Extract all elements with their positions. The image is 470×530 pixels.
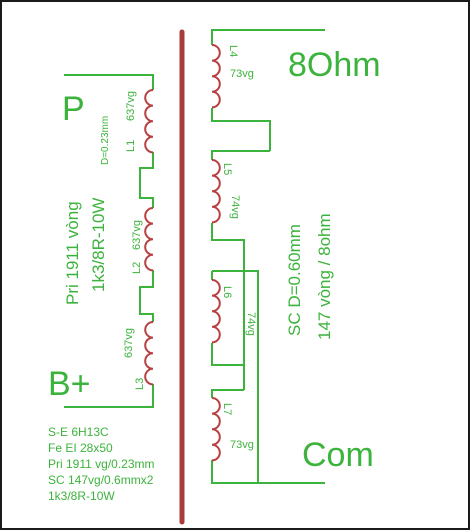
- primary-wiring: [64, 74, 154, 408]
- wire-l6-start: [212, 270, 259, 483]
- coil-winding: [144, 207, 154, 272]
- coil-l1: [144, 89, 154, 154]
- coil-turns-l5: 74vg: [229, 195, 241, 219]
- coil-winding: [211, 397, 221, 462]
- secondary-desc-line2: 147 vòng / 8ohm: [315, 213, 334, 340]
- terminal-label-com: Com: [302, 436, 374, 474]
- spec-line-impedance: 1k3/8R-10W: [48, 489, 115, 503]
- coil-label-l5: L5: [221, 163, 233, 175]
- coil-turns-l6: 74vg: [245, 312, 257, 336]
- coil-l3: [144, 321, 154, 386]
- coil-l2: [144, 207, 154, 272]
- coil-label-l4: L4: [227, 45, 239, 57]
- terminal-label-8ohm: 8Ohm: [288, 46, 381, 84]
- coil-l7: [211, 397, 221, 462]
- coil-label-l3: L3: [134, 378, 146, 390]
- coil-turns-l1: 637vg: [125, 91, 137, 121]
- wire-l5-to-tap: [211, 223, 245, 390]
- coil-winding: [211, 44, 221, 109]
- primary-wire-diameter: D=0.23mm: [100, 116, 111, 165]
- coil-turns-l2: 637vg: [131, 220, 143, 250]
- coil-label-l7: L7: [221, 403, 233, 415]
- wire-l2-to-l3: [139, 270, 154, 322]
- secondary-desc-line1: SC D=0.60mm: [285, 224, 304, 336]
- wire-top-to-l4: [211, 29, 325, 45]
- spec-line-primary: Pri 1911 vg/0.23mm: [48, 457, 155, 471]
- coil-winding: [211, 159, 221, 224]
- terminal-label-p: P: [62, 90, 85, 128]
- terminal-label-bplus: B+: [48, 365, 91, 403]
- coil-l5: [211, 159, 221, 224]
- coil-winding: [211, 279, 221, 344]
- spec-line-secondary: SC 147vg/0.6mmx2: [48, 473, 154, 487]
- wire-l6-end: [211, 343, 244, 366]
- coil-winding: [144, 321, 154, 386]
- coil-turns-l3: 637vg: [123, 328, 135, 358]
- secondary-wiring: [211, 29, 325, 484]
- coil-label-l6: L6: [221, 286, 233, 298]
- coil-winding: [144, 89, 154, 154]
- wire-l7-to-com: [211, 460, 325, 484]
- coil-label-l2: L2: [131, 262, 143, 274]
- coil-turns-l4: 73vg: [230, 68, 254, 80]
- spec-line-core: Fe EI 28x50: [48, 441, 113, 455]
- wire-8ohm-to-l5: [211, 150, 270, 160]
- spec-line-tube: S-E 6H13C: [48, 425, 109, 439]
- wire-l3-to-bplus: [64, 384, 154, 408]
- wire-l1-to-l2: [139, 152, 154, 208]
- wire-l4-to-8ohm: [211, 108, 271, 151]
- coil-turns-l7: 73vg: [230, 439, 254, 451]
- wire-p-to-l1: [64, 74, 154, 90]
- wire-tap-to-l7: [211, 389, 244, 398]
- primary-desc-line2: 1k3/8R-10W: [89, 198, 108, 292]
- primary-desc-line1: Pri 1911 vòng: [63, 201, 82, 305]
- coil-l6: [211, 279, 221, 344]
- spec-block: S-E 6H13C Fe EI 28x50 Pri 1911 vg/0.23mm…: [48, 425, 155, 503]
- coil-label-l1: L1: [125, 140, 137, 152]
- coil-l4: [211, 44, 221, 109]
